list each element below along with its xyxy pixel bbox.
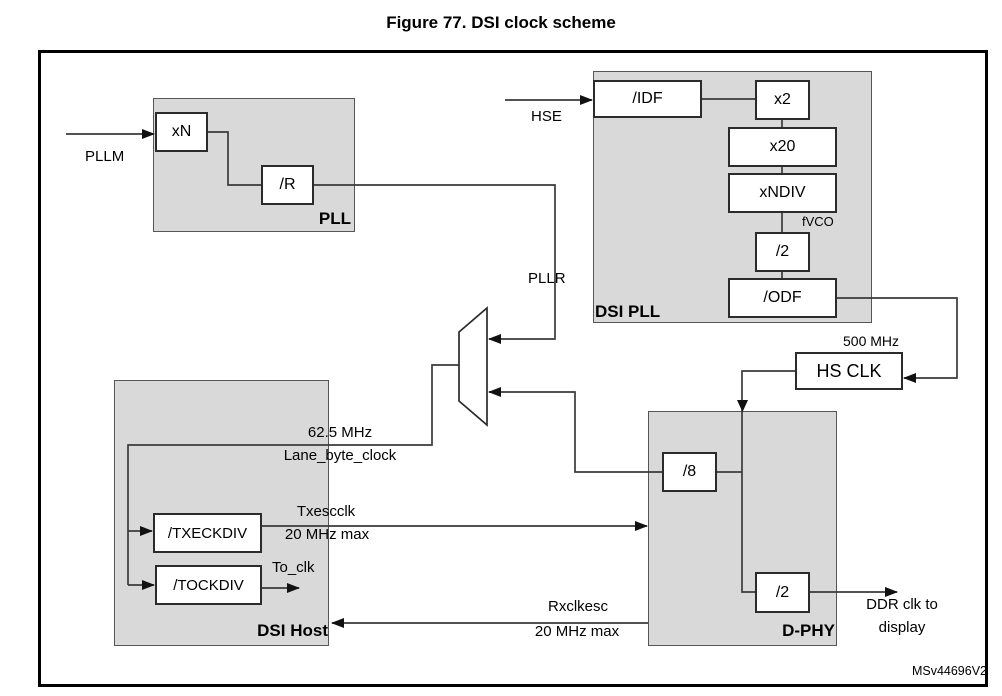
lane-byte-clock-label: Lane_byte_clock bbox=[283, 447, 397, 464]
r-divider-box: /R bbox=[261, 165, 314, 205]
txescclk-label: Txescclk bbox=[296, 503, 356, 520]
txeckdiv-box: /TXECKDIV bbox=[153, 513, 262, 553]
rxclkesc-max-label: 20 MHz max bbox=[534, 623, 620, 640]
xndiv-box: xNDIV bbox=[728, 173, 837, 213]
hs-freq-label: 500 MHz bbox=[843, 333, 900, 349]
fvco-label: fVCO bbox=[802, 214, 834, 229]
idf-box: /IDF bbox=[593, 80, 702, 118]
div8-box: /8 bbox=[662, 452, 717, 492]
ddr-clk-label-line2: display bbox=[878, 619, 926, 636]
tockdiv-box: /TOCKDIV bbox=[155, 565, 262, 605]
pllr-label: PLLR bbox=[528, 270, 566, 287]
xn-box: xN bbox=[155, 112, 208, 152]
dsi-host-label: DSI Host bbox=[257, 621, 328, 640]
x20-box: x20 bbox=[728, 127, 837, 167]
rxclkesc-label: Rxclkesc bbox=[547, 598, 609, 615]
dsi-pll-label: DSI PLL bbox=[595, 302, 661, 321]
d-phy-label: D-PHY bbox=[782, 621, 835, 640]
pll-label: PLL bbox=[318, 209, 351, 228]
figure-frame bbox=[38, 50, 988, 687]
pllm-label: PLLM bbox=[85, 148, 125, 165]
figure-reference-code: MSv44696V2 bbox=[911, 664, 987, 678]
ddr-clk-label-line1: DDR clk to bbox=[866, 596, 938, 613]
lane-freq-label: 62.5 MHz bbox=[307, 424, 373, 441]
hs-clk-box: HS CLK bbox=[795, 352, 903, 390]
hse-label: HSE bbox=[531, 108, 562, 125]
to-clk-label: To_clk bbox=[272, 559, 315, 576]
x2-box: x2 bbox=[755, 80, 810, 120]
pll-div2-box: /2 bbox=[755, 232, 810, 272]
dphy-div2-box: /2 bbox=[755, 572, 810, 613]
txescclk-max-label: 20 MHz max bbox=[284, 526, 370, 543]
odf-box: /ODF bbox=[728, 278, 837, 318]
figure-title: Figure 77. DSI clock scheme bbox=[386, 13, 616, 32]
